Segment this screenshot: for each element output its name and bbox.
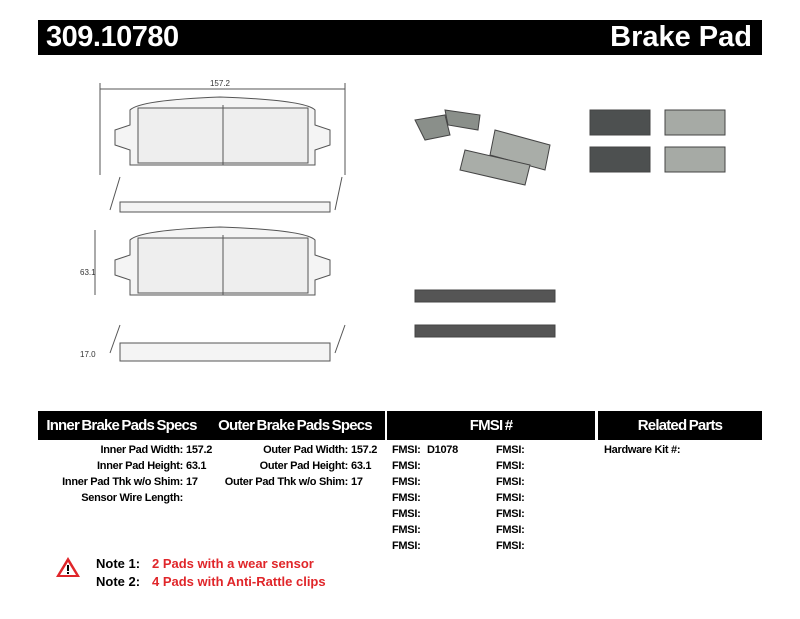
outer-height-label: Outer Pad Height: — [259, 460, 349, 472]
fmsi-label: FMSI: — [496, 476, 525, 488]
note-1-text: 2 Pads with a wear sensor — [152, 556, 314, 571]
outer-width-label: Outer Pad Width: — [263, 444, 348, 456]
fmsi-label: FMSI: — [392, 492, 421, 504]
fmsi-label: FMSI: — [392, 524, 421, 536]
outer-width-value: 157.2 — [351, 444, 378, 456]
inner-thickness-label: Inner Pad Thk w/o Shim: — [62, 476, 183, 488]
height-dimension: 63.1 — [80, 268, 96, 277]
part-number: 309.10780 — [46, 21, 179, 53]
fmsi-label: FMSI: — [392, 444, 421, 456]
note-1-label: Note 1: — [96, 556, 141, 571]
fmsi-label: FMSI: — [496, 492, 525, 504]
width-dimension: 157.2 — [210, 79, 231, 88]
page-title: Brake Pad — [610, 21, 752, 53]
fmsi-label: FMSI: — [496, 540, 525, 552]
inner-height-value: 63.1 — [186, 460, 207, 472]
sensor-wire-label: Sensor Wire Length: — [81, 492, 183, 504]
related-parts-header: Related Parts — [598, 411, 762, 440]
inner-width-value: 157.2 — [186, 444, 213, 456]
outer-height-value: 63.1 — [351, 460, 372, 472]
fmsi-header: FMSI # — [387, 411, 595, 440]
outer-specs-header: Outer Brake Pads Specs — [205, 411, 385, 440]
warning-triangle-icon — [56, 557, 80, 577]
hardware-kit-label: Hardware Kit #: — [604, 444, 681, 456]
fmsi-label: FMSI: — [496, 460, 525, 472]
note-2-text: 4 Pads with Anti-Rattle clips — [152, 574, 326, 589]
note-2-label: Note 2: — [96, 574, 141, 589]
fmsi-label: FMSI: — [392, 460, 421, 472]
fmsi-label: FMSI: — [496, 444, 525, 456]
fmsi-label: FMSI: — [496, 508, 525, 520]
outer-thickness-value: 17 — [351, 476, 363, 488]
inner-width-label: Inner Pad Width: — [100, 444, 184, 456]
title-bar: 309.10780 Brake Pad — [38, 20, 762, 55]
inner-thickness-value: 17 — [186, 476, 198, 488]
fmsi-label: FMSI: — [496, 524, 525, 536]
fmsi-label: FMSI: — [392, 540, 421, 552]
fmsi-label: FMSI: — [392, 476, 421, 488]
technical-drawing: 157.2 63.1 17.0 — [80, 79, 346, 362]
outer-thickness-label: Outer Pad Thk w/o Shim: — [224, 476, 349, 488]
product-photos — [414, 109, 726, 338]
inner-specs-header: Inner Brake Pads Specs — [38, 411, 205, 440]
fmsi-value: D1078 — [427, 444, 458, 456]
inner-height-label: Inner Pad Height: — [97, 460, 183, 472]
thickness-dimension: 17.0 — [80, 350, 96, 359]
fmsi-label: FMSI: — [392, 508, 421, 520]
